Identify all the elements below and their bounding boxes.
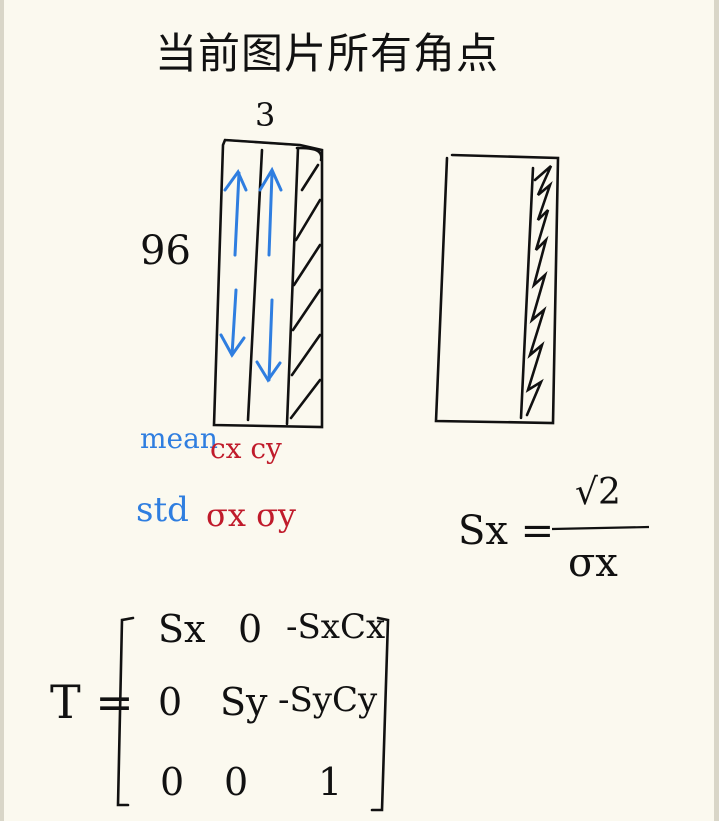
- matrix-brackets: [116, 616, 390, 812]
- height-label: 96: [140, 228, 191, 274]
- matrix-cell: Sy: [220, 680, 268, 724]
- mean-values: cx cy: [210, 432, 282, 465]
- matrix-cell: -SyCy: [278, 680, 378, 720]
- fraction-bar: [551, 525, 650, 531]
- matrix-cell: 0: [160, 760, 185, 804]
- matrix-cell: 0: [158, 680, 183, 724]
- right-rectangle: [434, 153, 560, 425]
- matrix-cell: -SxCx: [286, 607, 386, 647]
- matrix-cell: 1: [318, 760, 343, 804]
- sx-formula-denominator: σx: [568, 540, 618, 586]
- matrix-name: T =: [50, 675, 134, 729]
- std-label: std: [136, 490, 189, 530]
- column-arrows: [219, 166, 283, 383]
- matrix-cell: 0: [224, 760, 249, 804]
- left-rectangle: [212, 138, 324, 429]
- matrix-cell: Sx: [158, 607, 206, 651]
- page-title: 当前图片所有角点: [155, 29, 500, 78]
- std-values: σx σy: [206, 496, 296, 534]
- sx-formula-numerator: √2: [575, 472, 621, 513]
- matrix-cell: 0: [238, 607, 263, 651]
- mean-label: mean: [140, 422, 218, 455]
- width-label: 3: [255, 96, 276, 134]
- sx-formula-lhs: Sx =: [458, 508, 555, 554]
